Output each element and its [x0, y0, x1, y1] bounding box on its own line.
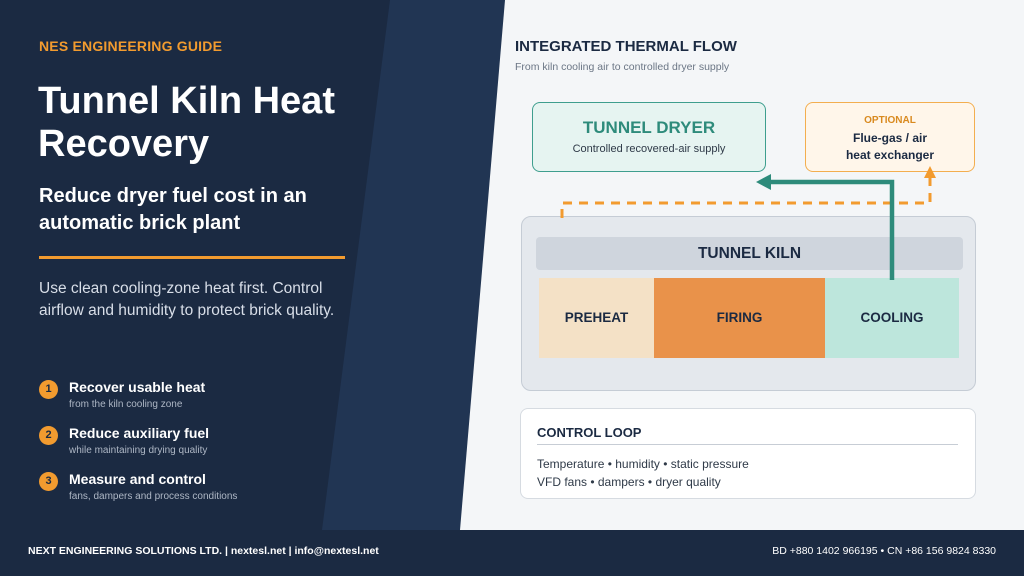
zone-cooling: COOLING: [825, 278, 959, 358]
tunnel-dryer-title: TUNNEL DRYER: [582, 118, 716, 137]
accent-divider: [39, 256, 345, 259]
footer-phone-numbers: BD +880 1402 966195 • CN +86 156 9824 83…: [772, 545, 996, 557]
tunnel-dryer-subtitle: Controlled recovered-air supply: [572, 143, 726, 155]
step-title: Recover usable heat: [69, 379, 206, 395]
left-panel-diagonal: [322, 0, 520, 530]
step-item: 1 Recover usable heat from the kiln cool…: [39, 378, 339, 424]
control-loop-title: CONTROL LOOP: [537, 425, 642, 440]
step-item: 3 Measure and control fans, dampers and …: [39, 470, 339, 516]
control-loop-line2: VFD fans • dampers • dryer quality: [537, 475, 721, 489]
step-number-badge: 3: [39, 472, 58, 491]
optional-tag: OPTIONAL: [864, 115, 916, 126]
step-number-badge: 1: [39, 380, 58, 399]
step-item: 2 Reduce auxiliary fuel while maintainin…: [39, 424, 339, 470]
control-loop-box: CONTROL LOOP Temperature • humidity • st…: [520, 408, 976, 499]
step-number-badge: 2: [39, 426, 58, 445]
page-title: Tunnel Kiln Heat Recovery: [38, 80, 335, 165]
zone-firing: FIRING: [654, 278, 825, 358]
tunnel-kiln-title: TUNNEL KILN: [536, 237, 963, 270]
diagram-title: INTEGRATED THERMAL FLOW: [515, 38, 737, 55]
footer-company-contact: NEXT ENGINEERING SOLUTIONS LTD. | nextes…: [28, 545, 379, 557]
step-title: Measure and control: [69, 471, 206, 487]
step-subtitle: fans, dampers and process conditions: [69, 491, 238, 502]
control-loop-line1: Temperature • humidity • static pressure: [537, 457, 749, 471]
steps-list: 1 Recover usable heat from the kiln cool…: [39, 378, 339, 516]
heat-exchanger-line2: heat exchanger: [845, 148, 935, 162]
step-title: Reduce auxiliary fuel: [69, 425, 210, 441]
heat-exchanger-line1: Flue-gas / air: [852, 131, 928, 145]
heat-exchanger-box: OPTIONAL Flue-gas / air heat exchanger: [805, 102, 975, 172]
step-subtitle: from the kiln cooling zone: [69, 399, 183, 410]
heat-exchanger-title: Flue-gas / air heat exchanger: [806, 130, 974, 164]
page-subtitle: Reduce dryer fuel cost in an automatic b…: [39, 185, 307, 234]
tunnel-dryer-box: TUNNEL DRYER Controlled recovered-air su…: [532, 102, 766, 172]
lead-text: Use clean cooling-zone heat first. Contr…: [39, 280, 335, 319]
control-loop-divider: [537, 444, 958, 445]
diagram-subtitle: From kiln cooling air to controlled drye…: [515, 61, 730, 73]
step-subtitle: while maintaining drying quality: [69, 445, 208, 456]
tunnel-kiln-box: TUNNEL KILN PREHEAT FIRING COOLING: [521, 216, 976, 391]
left-panel: [0, 0, 520, 530]
guide-kicker: NES ENGINEERING GUIDE: [39, 38, 223, 54]
footer-bar: NEXT ENGINEERING SOLUTIONS LTD. | nextes…: [0, 530, 1024, 576]
zone-preheat: PREHEAT: [539, 278, 654, 358]
